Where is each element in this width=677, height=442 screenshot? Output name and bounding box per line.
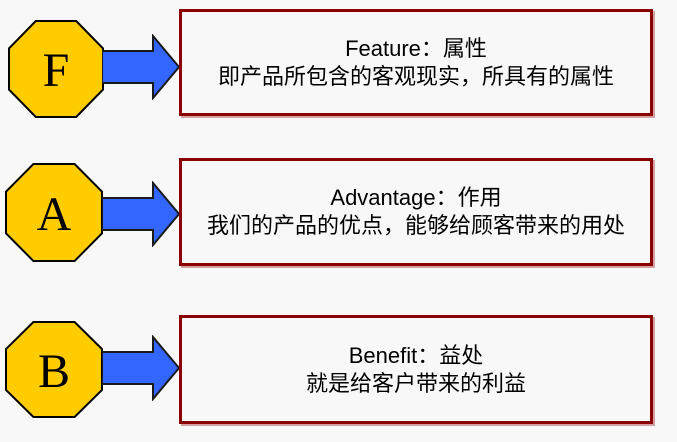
octagon-a: A — [5, 163, 103, 262]
octagon-f-letter: F — [43, 44, 70, 97]
arrow-right-icon-a — [102, 181, 180, 247]
octagon-f-shape — [8, 20, 104, 118]
feature-desc: 即产品所包含的客观现实，所具有的属性 — [217, 63, 614, 89]
advantage-box: Advantage：作用 我们的产品的优点，能够给顾客带来的用处 — [179, 158, 653, 266]
arrow-right-icon-f — [102, 34, 180, 100]
benefit-title: Benefit：益处 — [348, 342, 484, 368]
octagon-f: F — [8, 20, 104, 118]
benefit-box: Benefit：益处 就是给客户带来的利益 — [179, 315, 653, 424]
arrow-right-icon-b — [102, 335, 180, 401]
feature-title: Feature：属性 — [345, 35, 487, 61]
arrow-right-a-shape — [102, 181, 180, 247]
octagon-a-shape — [5, 163, 103, 262]
octagon-a-letter: A — [37, 188, 72, 241]
advantage-desc: 我们的产品的优点，能够给顾客带来的用处 — [206, 213, 625, 238]
arrow-right-f-shape — [102, 34, 180, 100]
benefit-desc: 就是给客户带来的利益 — [305, 370, 526, 396]
octagon-b-letter: B — [38, 345, 70, 398]
feature-box: Feature：属性 即产品所包含的客观现实，所具有的属性 — [179, 9, 653, 116]
octagon-b: B — [5, 321, 103, 418]
arrow-right-b-shape — [102, 335, 180, 401]
octagon-b-shape — [5, 321, 103, 418]
advantage-title: Advantage：作用 — [330, 185, 502, 210]
